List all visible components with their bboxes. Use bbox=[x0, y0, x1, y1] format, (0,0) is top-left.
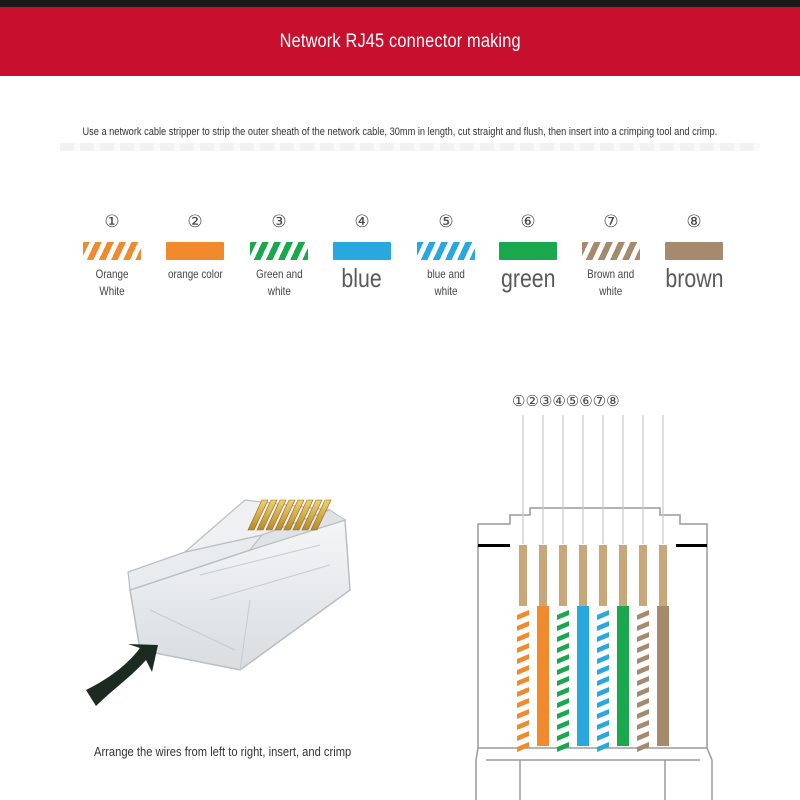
sequence-item-8: ⑧ brown bbox=[644, 212, 744, 293]
gold-pin bbox=[256, 499, 278, 531]
wire-set bbox=[517, 545, 669, 752]
pin-numbers: ①②③④⑤⑥⑦⑧ bbox=[512, 392, 620, 410]
wire-4 bbox=[577, 545, 589, 746]
color-swatch bbox=[250, 242, 308, 260]
gold-pin bbox=[274, 499, 296, 531]
wire-7 bbox=[637, 545, 649, 752]
wire-8 bbox=[657, 545, 669, 746]
sequence-number: ② bbox=[187, 212, 203, 232]
sequence-label: orange color bbox=[167, 267, 223, 281]
sequence-item-2: ② orange color bbox=[145, 212, 245, 283]
crimp-bar-right bbox=[676, 544, 707, 547]
instruction-line: Use a network cable stripper to strip th… bbox=[82, 126, 718, 138]
color-swatch bbox=[83, 242, 141, 260]
page-title: Network RJ45 connector making bbox=[279, 30, 521, 52]
wire-3 bbox=[557, 545, 569, 752]
arrow-icon bbox=[86, 644, 158, 706]
sequence-item-6: ⑥ green bbox=[478, 212, 578, 293]
sequence-number: ⑦ bbox=[603, 212, 619, 232]
sequence-number: ③ bbox=[271, 212, 287, 232]
color-swatch bbox=[417, 242, 475, 260]
wire-6 bbox=[617, 545, 629, 746]
color-swatch bbox=[333, 242, 391, 260]
pin-lead-lines bbox=[522, 415, 664, 544]
color-swatch bbox=[582, 242, 640, 260]
color-swatch bbox=[499, 242, 557, 260]
sequence-number: ⑤ bbox=[438, 212, 454, 232]
sequence-number: ⑧ bbox=[686, 212, 702, 232]
sequence-item-4: ④ blue bbox=[312, 212, 412, 293]
color-swatch bbox=[166, 242, 224, 260]
sequence-number: ⑥ bbox=[520, 212, 536, 232]
wire-2 bbox=[537, 545, 549, 746]
gold-pin bbox=[283, 499, 305, 531]
title-banner: Network RJ45 connector making bbox=[0, 7, 800, 76]
wire-1 bbox=[517, 545, 529, 752]
sequence-label: green bbox=[500, 263, 556, 293]
sequence-number: ④ bbox=[354, 212, 370, 232]
crimp-bar-left bbox=[478, 544, 510, 547]
color-swatch bbox=[665, 242, 723, 260]
gold-pin bbox=[292, 499, 314, 531]
faded-text-shadow bbox=[60, 143, 760, 151]
gold-pin bbox=[310, 499, 332, 531]
connector-outline bbox=[475, 507, 713, 800]
sequence-label: blue bbox=[341, 263, 383, 293]
gold-pin bbox=[247, 499, 269, 531]
gold-contact-pins bbox=[247, 499, 332, 531]
top-border bbox=[0, 0, 800, 7]
caption-line: Arrange the wires from left to right, in… bbox=[94, 744, 352, 759]
sequence-label: brown bbox=[664, 263, 724, 293]
caption-text: Arrange the wires from left to right, in… bbox=[94, 744, 393, 759]
instruction-text: Use a network cable stripper to strip th… bbox=[0, 126, 800, 138]
gold-pin bbox=[265, 499, 287, 531]
gold-pin bbox=[301, 499, 323, 531]
wire-5 bbox=[597, 545, 609, 752]
sequence-number: ① bbox=[104, 212, 120, 232]
rj45-plug-body bbox=[127, 499, 351, 671]
